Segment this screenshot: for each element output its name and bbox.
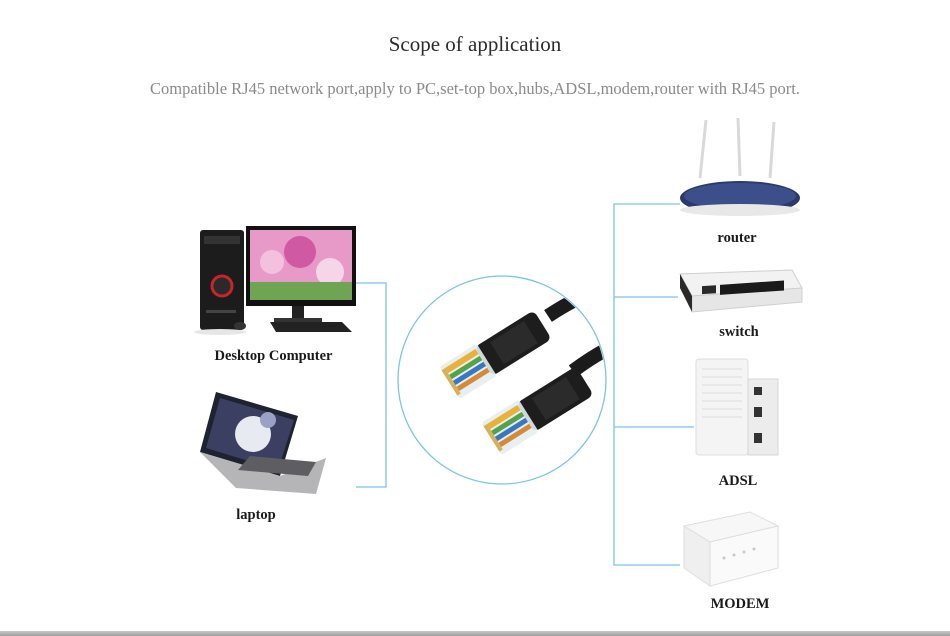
adsl-image [695,358,779,456]
desktop-computer-image [194,226,356,335]
switch-label: switch [719,324,759,340]
rj45-cable-image [440,279,605,454]
left-connector-line [334,282,387,488]
page-title: Scope of application [388,32,562,56]
modem-label: MODEM [710,596,770,612]
switch-image [679,269,803,313]
router-label: router [717,230,757,246]
cable-circle [397,275,607,485]
laptop-image [200,392,326,494]
desktop-computer-label: Desktop Computer [214,348,333,364]
modem-image [682,511,780,587]
bottom-divider [0,631,950,636]
laptop-label: laptop [236,507,276,523]
page-subtitle: Compatible RJ45 network port,apply to PC… [150,79,800,98]
right-connector-line [613,203,680,566]
router-image [680,118,800,216]
adsl-label: ADSL [718,473,758,489]
